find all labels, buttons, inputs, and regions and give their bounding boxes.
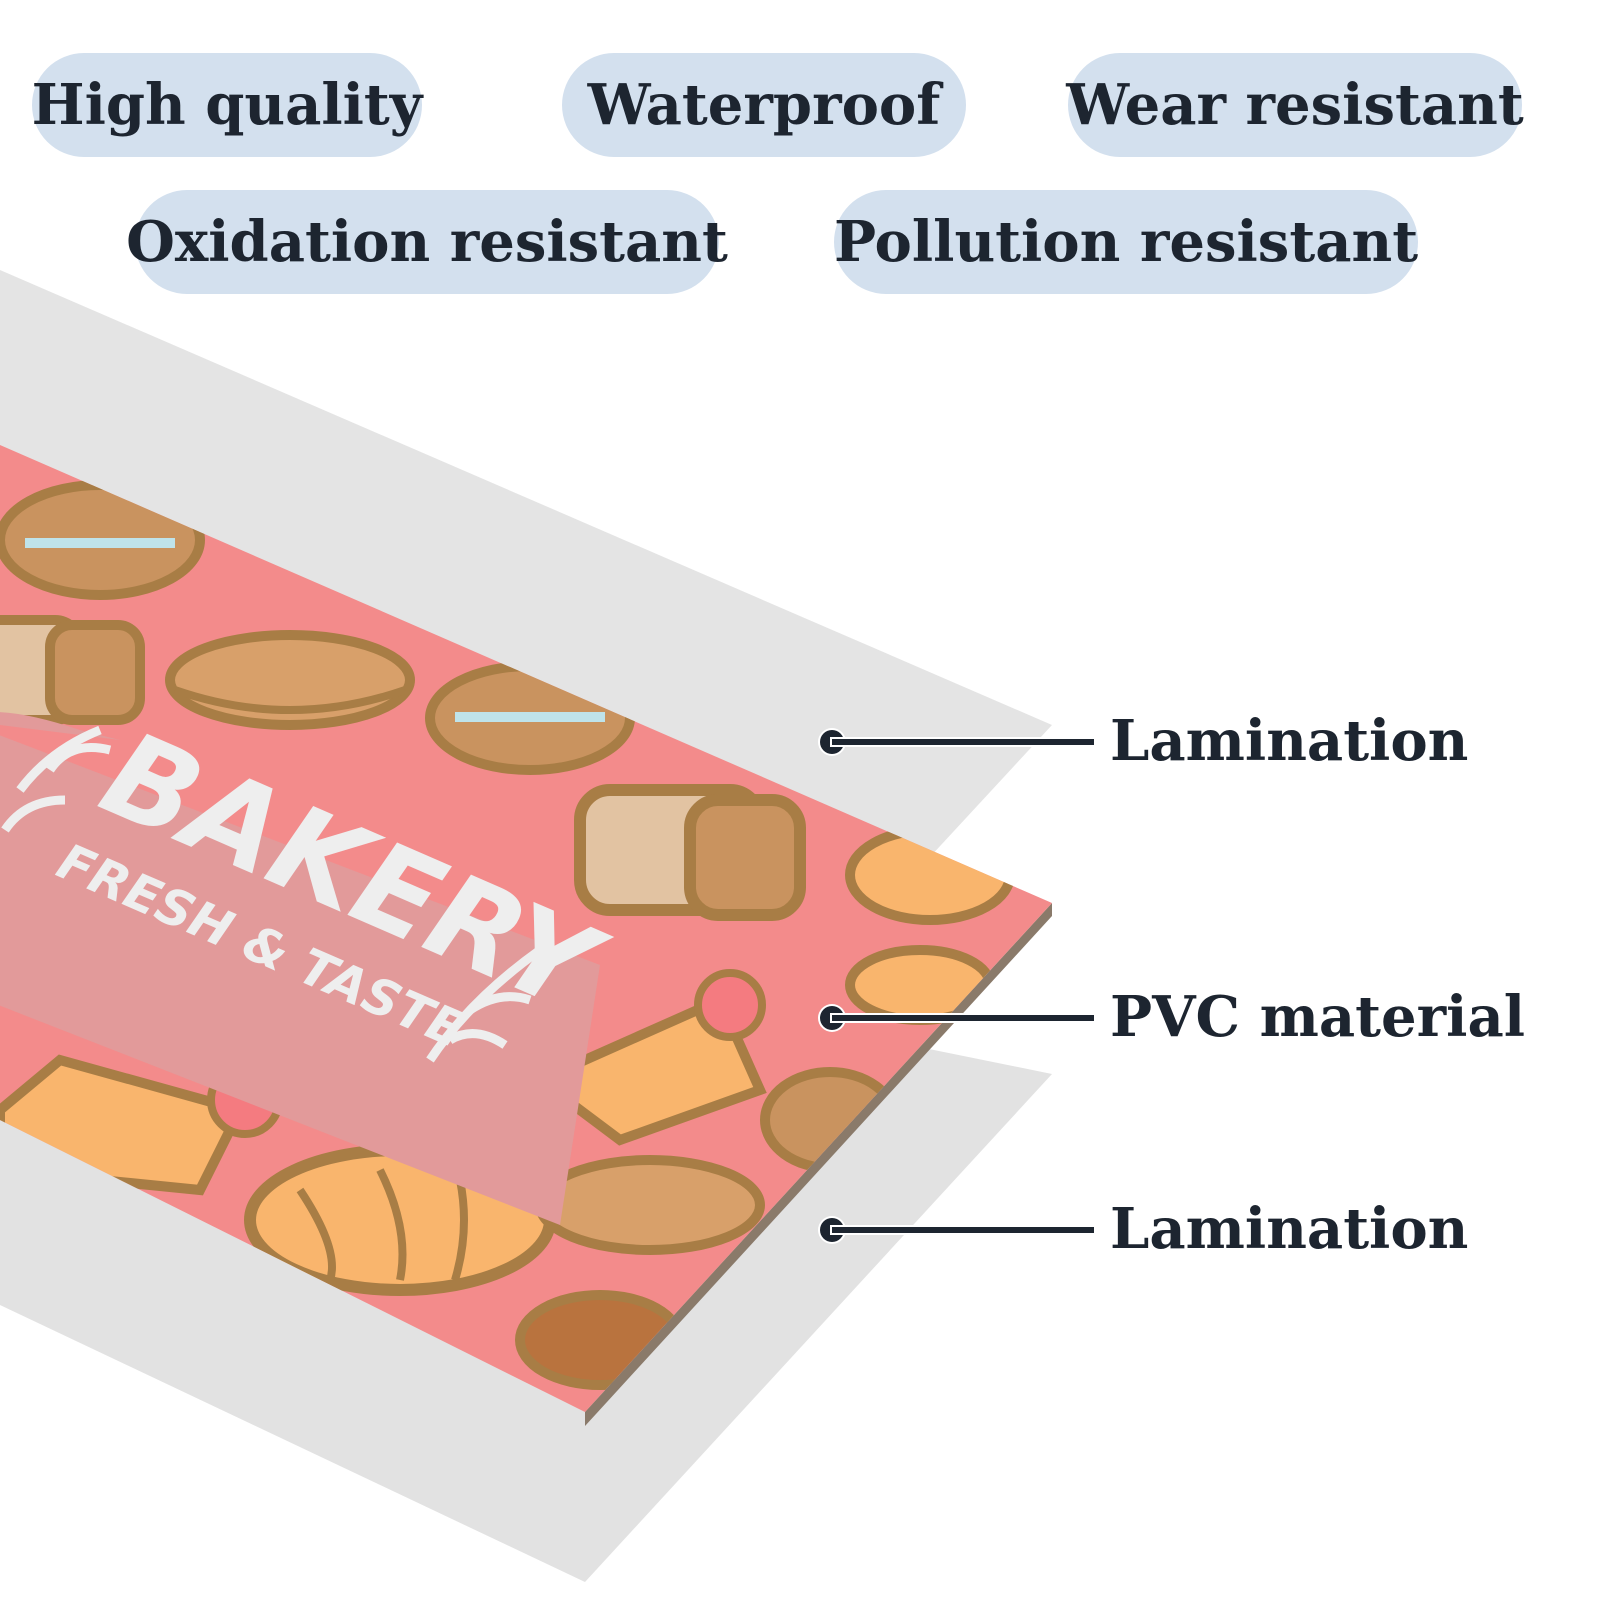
callout-top-lamination: Lamination bbox=[820, 708, 1580, 774]
card-edge bbox=[585, 903, 1052, 1426]
feature-pill-wear-resistant: Wear resistant bbox=[1066, 53, 1524, 157]
callout-line bbox=[832, 739, 1094, 745]
feature-pill-oxidation-resistant: Oxidation resistant bbox=[126, 190, 728, 294]
wheat-leaf-icon bbox=[1, 725, 543, 1063]
feature-pill-high-quality: High quality bbox=[32, 53, 422, 157]
callout-line bbox=[832, 1227, 1094, 1233]
layer-label-top-lamination: Lamination bbox=[1110, 708, 1469, 774]
callout-bottom-lamination: Lamination bbox=[820, 1196, 1580, 1262]
feature-pill-waterproof: Waterproof bbox=[562, 53, 966, 157]
bread-icon bbox=[574, 784, 806, 921]
feature-pill-pollution-resistant: Pollution resistant bbox=[834, 190, 1418, 294]
pie-icon bbox=[165, 630, 415, 730]
callout-line bbox=[832, 1015, 1094, 1021]
layer-label-bottom-lamination: Lamination bbox=[1110, 1196, 1469, 1262]
bakery-banner bbox=[0, 712, 600, 1225]
callout-pvc-material: PVC material bbox=[820, 984, 1580, 1050]
cake-slice-icon bbox=[530, 969, 767, 1146]
pie-icon bbox=[535, 1155, 765, 1255]
bread-icon bbox=[0, 615, 145, 725]
layer-label-pvc-material: PVC material bbox=[1110, 984, 1525, 1050]
